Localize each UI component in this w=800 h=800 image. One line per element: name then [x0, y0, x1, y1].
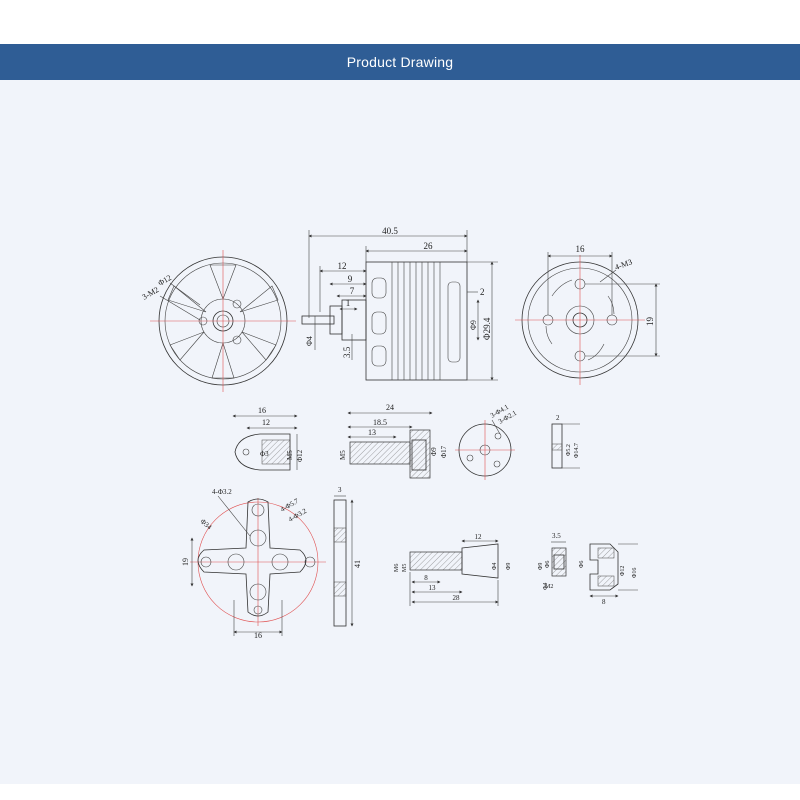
dim-m6: M6	[394, 564, 400, 572]
dim-7: 7	[350, 286, 355, 296]
dim-phi4: Φ4	[492, 563, 498, 570]
dim-19: 19	[645, 317, 655, 327]
dim-phi3: Φ3	[260, 450, 269, 458]
dim-18-5: 18.5	[373, 418, 387, 427]
shaft-adapter-drawing: 24 18.5 13 M5 Φ9 Φ17	[339, 403, 448, 479]
prop-adapter-drawing: 16 12 Φ3 M5 Φ12	[232, 406, 304, 471]
dim-2: 2	[480, 287, 485, 297]
dim-phi4: Φ4	[305, 336, 314, 346]
round-flange-drawing: 3-Φ4.1 3-Φ2.1	[455, 403, 518, 480]
dim-4-m3: 4-M3	[614, 257, 634, 272]
dim-phi4: Φ4	[543, 583, 549, 590]
dim-phi9: Φ9	[538, 563, 544, 570]
dim-12: 12	[338, 261, 347, 271]
dim-16: 16	[254, 631, 262, 640]
dim-8: 8	[602, 598, 606, 606]
dim-13: 13	[368, 428, 376, 437]
dim-phi34: Φ34	[199, 517, 214, 531]
dim-m5: M5	[286, 450, 294, 460]
dim-40-5: 40.5	[382, 226, 398, 236]
dim-8: 8	[424, 574, 428, 582]
side-view: 40.5 26 12 9 7 1	[301, 226, 498, 381]
dim-phi14-7: Φ14.7	[574, 443, 580, 458]
dim-28: 28	[453, 594, 461, 602]
dim-phi5-2: Φ5.2	[566, 444, 572, 456]
mount-side-drawing: 3 41	[333, 486, 362, 627]
dim-19: 19	[181, 558, 190, 566]
dim-phi6-a: Φ6	[545, 561, 551, 568]
dim-phi29-4: Φ29.4	[482, 317, 492, 340]
dim-1: 1	[346, 298, 351, 308]
page-title: Product Drawing	[346, 54, 454, 70]
dim-12: 12	[262, 418, 270, 427]
dim-13: 13	[429, 584, 437, 592]
dim-9: 9	[348, 274, 353, 284]
small-nut-drawing: 3.5 Φ9 Φ6 Φ4 M2 Φ6	[538, 532, 585, 590]
dim-m2: M2	[545, 584, 553, 590]
dim-2: 2	[556, 414, 560, 422]
dim-phi16: Φ16	[632, 568, 638, 578]
dim-3-m2: 3-M2	[141, 285, 161, 302]
dim-26: 26	[424, 241, 434, 251]
dim-12: 12	[475, 533, 483, 541]
drawing-panel	[0, 80, 800, 784]
mount-cross-drawing: 4-Φ3.2 4-Φ5.7 4-Φ3.2 Φ34 19 16	[181, 488, 326, 640]
front-view: Φ12 3-M2	[141, 250, 296, 392]
thin-ring-drawing: 2 Φ5.2 Φ14.7	[551, 414, 580, 469]
dim-phi17: Φ17	[440, 445, 448, 458]
cup-part-drawing: Φ12 Φ16 8	[589, 543, 638, 606]
dim-4-phi3-2-a: 4-Φ3.2	[212, 488, 232, 496]
dim-phi9: Φ9	[506, 563, 512, 570]
long-adapter-drawing: 12 M6 M5 Φ4 Φ9 8 13 28	[394, 533, 512, 606]
dim-phi12: Φ12	[296, 449, 304, 462]
dim-phi9: Φ9	[469, 320, 478, 330]
dim-24: 24	[386, 403, 394, 412]
dim-16: 16	[258, 406, 266, 415]
dim-m5: M5	[402, 564, 408, 572]
dim-phi12: Φ12	[620, 566, 626, 576]
dim-3-5: 3.5	[552, 532, 561, 540]
dim-m5: M5	[339, 450, 347, 460]
dim-3-5: 3.5	[342, 346, 352, 358]
header-band: Product Drawing	[0, 44, 800, 80]
dim-3: 3	[338, 486, 342, 494]
dim-phi6-b: Φ6	[579, 561, 585, 568]
rear-view: 16 4-M3 19	[515, 244, 660, 385]
dim-16: 16	[576, 244, 586, 254]
dim-41: 41	[353, 560, 362, 568]
dim-phi12: Φ12	[157, 273, 174, 288]
dim-phi9: Φ9	[430, 447, 438, 456]
